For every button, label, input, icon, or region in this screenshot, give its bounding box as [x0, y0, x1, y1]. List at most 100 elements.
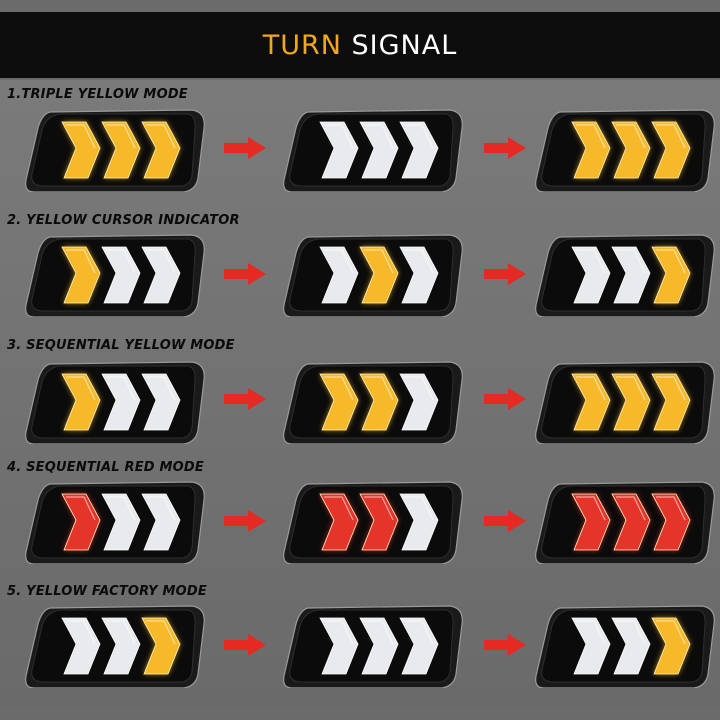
chevron-highlight: [146, 620, 176, 645]
chevron-light-1: [571, 493, 611, 551]
chevron-light-2: [611, 246, 651, 304]
page-title: TURN SIGNAL: [263, 30, 458, 61]
mode-title-2: 2. YELLOW CURSOR INDICATOR: [7, 213, 240, 228]
mode-title-3: 3. SEQUENTIAL YELLOW MODE: [7, 338, 235, 353]
chevron-light-2: [101, 121, 141, 179]
transition-arrow: [484, 263, 526, 285]
tail-light-mode5-frame3: [535, 605, 715, 688]
tail-light-mode1-frame3: [535, 109, 715, 192]
tail-light-mode4-frame3: [535, 481, 715, 564]
chevron-highlight: [66, 376, 96, 401]
chevron-light-3: [651, 246, 691, 304]
chevron-light-3: [399, 246, 439, 304]
chevron-highlight: [616, 249, 646, 274]
chevron-highlight: [616, 124, 646, 149]
transition-arrow: [224, 634, 266, 656]
chevron-light-2: [101, 493, 141, 551]
chevron-highlight: [576, 496, 606, 521]
chevron-light-1: [319, 373, 359, 431]
chevron-light-1: [319, 493, 359, 551]
chevron-highlight: [324, 620, 354, 645]
tail-light-mode3-frame1: [25, 361, 205, 444]
chevron-light-3: [141, 246, 181, 304]
tail-light-mode5-frame1: [25, 605, 205, 688]
chevron-highlight: [656, 376, 686, 401]
chevron-highlight: [66, 124, 96, 149]
chevron-highlight: [576, 620, 606, 645]
chevron-highlight: [404, 496, 434, 521]
chevron-highlight: [656, 496, 686, 521]
chevron-highlight: [656, 249, 686, 274]
tail-light-mode2-frame1: [25, 234, 205, 317]
chevron-light-2: [611, 373, 651, 431]
chevron-light-3: [399, 121, 439, 179]
tail-light-mode4-frame2: [283, 481, 463, 564]
transition-arrow: [224, 137, 266, 159]
transition-arrow: [484, 388, 526, 410]
chevron-light-3: [141, 617, 181, 675]
chevron-light-3: [141, 373, 181, 431]
chevron-light-3: [651, 617, 691, 675]
chevron-light-1: [571, 617, 611, 675]
chevron-light-1: [319, 121, 359, 179]
mode-title-5: 5. YELLOW FACTORY MODE: [7, 584, 207, 599]
tail-light-mode1-frame2: [283, 109, 463, 192]
chevron-highlight: [324, 376, 354, 401]
chevron-light-3: [651, 373, 691, 431]
tail-light-mode2-frame3: [535, 234, 715, 317]
chevron-highlight: [146, 249, 176, 274]
chevron-highlight: [364, 620, 394, 645]
chevron-highlight: [66, 249, 96, 274]
chevron-highlight: [404, 376, 434, 401]
chevron-highlight: [66, 496, 96, 521]
chevron-light-1: [319, 246, 359, 304]
chevron-light-1: [61, 493, 101, 551]
mode-title-1: 1.TRIPLE YELLOW MODE: [7, 87, 188, 102]
chevron-highlight: [576, 249, 606, 274]
chevron-highlight: [106, 620, 136, 645]
chevron-light-1: [61, 373, 101, 431]
chevron-light-1: [61, 121, 101, 179]
chevron-highlight: [404, 249, 434, 274]
chevron-highlight: [324, 124, 354, 149]
chevron-light-1: [571, 373, 611, 431]
chevron-highlight: [404, 620, 434, 645]
chevron-highlight: [616, 496, 646, 521]
chevron-light-2: [359, 617, 399, 675]
chevron-light-1: [571, 121, 611, 179]
chevron-light-3: [141, 121, 181, 179]
chevron-highlight: [324, 496, 354, 521]
chevron-highlight: [616, 620, 646, 645]
chevron-highlight: [364, 124, 394, 149]
chevron-highlight: [146, 496, 176, 521]
chevron-highlight: [106, 249, 136, 274]
chevron-light-3: [651, 121, 691, 179]
chevron-highlight: [576, 124, 606, 149]
transition-arrow: [224, 388, 266, 410]
chevron-highlight: [66, 620, 96, 645]
chevron-light-2: [611, 121, 651, 179]
chevron-light-2: [101, 246, 141, 304]
title-word-signal: SIGNAL: [351, 29, 458, 61]
chevron-highlight: [364, 249, 394, 274]
tail-light-mode3-frame3: [535, 361, 715, 444]
chevron-light-2: [611, 617, 651, 675]
transition-arrow: [484, 634, 526, 656]
chevron-highlight: [404, 124, 434, 149]
chevron-light-2: [359, 246, 399, 304]
chevron-highlight: [576, 376, 606, 401]
chevron-light-2: [359, 493, 399, 551]
chevron-highlight: [146, 376, 176, 401]
chevron-highlight: [106, 124, 136, 149]
title-word-turn: TURN: [262, 29, 342, 61]
tail-light-mode4-frame1: [25, 481, 205, 564]
chevron-highlight: [616, 376, 646, 401]
chevron-light-2: [101, 617, 141, 675]
chevron-light-3: [399, 617, 439, 675]
chevron-light-3: [651, 493, 691, 551]
chevron-light-1: [571, 246, 611, 304]
chevron-highlight: [656, 124, 686, 149]
chevron-highlight: [106, 376, 136, 401]
tail-light-mode3-frame2: [283, 361, 463, 444]
transition-arrow: [224, 510, 266, 532]
